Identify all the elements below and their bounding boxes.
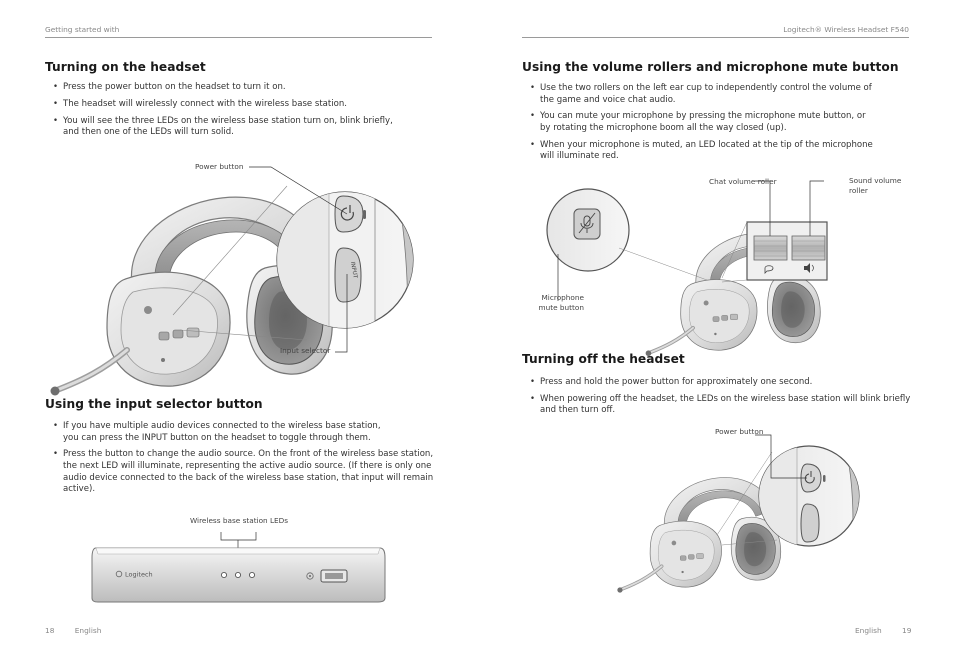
headset-poweroff-illustration — [615, 434, 860, 595]
chat-icon — [764, 265, 774, 274]
volume-mute-illustration — [546, 180, 828, 358]
input-button-label: INPUT — [349, 261, 358, 279]
heading-volume-rollers: Using the volume rollers and microphone … — [522, 60, 899, 74]
microphone-mute-icon — [578, 212, 596, 234]
bullet-item: When your microphone is muted, an LED lo… — [522, 140, 882, 163]
footer-language-right: English — [855, 626, 882, 635]
page-number-right: 19 — [902, 626, 912, 635]
bullet-list-volume: Use the two rollers on the left ear cup … — [522, 83, 882, 168]
header-rule-left — [45, 37, 432, 38]
callout-power-button: Power button — [195, 162, 244, 171]
base-logo-text: Logitech — [125, 571, 153, 579]
callout-sound-volume-roller: Sound volume roller — [849, 176, 902, 195]
footer-right: English 19 — [855, 626, 920, 635]
left-page: Getting started with Turning on the head… — [0, 0, 477, 668]
logitech-logo-icon — [115, 570, 123, 578]
header-rule-right — [522, 37, 909, 38]
bullet-item: When powering off the headset, the LEDs … — [522, 394, 914, 417]
bullet-list-turning-off: Press and hold the power button for appr… — [522, 377, 914, 422]
bullet-item: The headset will wirelessly connect with… — [45, 99, 435, 111]
bullet-item: You can mute your microphone by pressing… — [522, 111, 868, 134]
callout-mic-mute-button: Microphone mute button — [538, 293, 584, 312]
footer-left: 18 English — [45, 626, 110, 635]
bullet-item: Press and hold the power button for appr… — [522, 377, 914, 389]
zoom-detail-circle: INPUT — [276, 191, 414, 329]
bullet-item: Press the button to change the audio sou… — [45, 449, 437, 495]
footer-language-left: English — [74, 626, 102, 635]
callout-power-button-off: Power button — [715, 427, 764, 436]
running-head-left: Getting started with — [45, 25, 120, 34]
bullet-item: Press the power button on the headset to… — [45, 82, 435, 94]
power-icon — [804, 471, 815, 484]
right-page: Logitech® Wireless Headset F540 Using th… — [477, 0, 954, 668]
running-head-right: Logitech® Wireless Headset F540 — [783, 25, 909, 34]
bullet-list-input-selector: If you have multiple audio devices conne… — [45, 421, 437, 501]
heading-turning-off: Turning off the headset — [522, 352, 685, 366]
bullet-list-turning-on: Press the power button on the headset to… — [45, 82, 435, 144]
page-number-left: 18 — [45, 626, 55, 635]
heading-turning-on: Turning on the headset — [45, 60, 206, 74]
headset-power-illustration: INPUT — [45, 166, 414, 390]
usb-icon — [306, 572, 314, 580]
power-icon — [340, 205, 354, 221]
base-station-illustration: Logitech — [91, 532, 386, 603]
bullet-item: You will see the three LEDs on the wirel… — [45, 116, 393, 139]
speaker-icon — [804, 263, 814, 273]
callout-input-selector: Input selector — [280, 346, 331, 355]
bullet-item: Use the two rollers on the left ear cup … — [522, 83, 882, 106]
heading-input-selector: Using the input selector button — [45, 397, 263, 411]
bullet-item: If you have multiple audio devices conne… — [45, 421, 393, 444]
callout-chat-volume-roller: Chat volume roller — [709, 177, 777, 186]
callout-base-station-leds: Wireless base station LEDs — [190, 516, 289, 525]
